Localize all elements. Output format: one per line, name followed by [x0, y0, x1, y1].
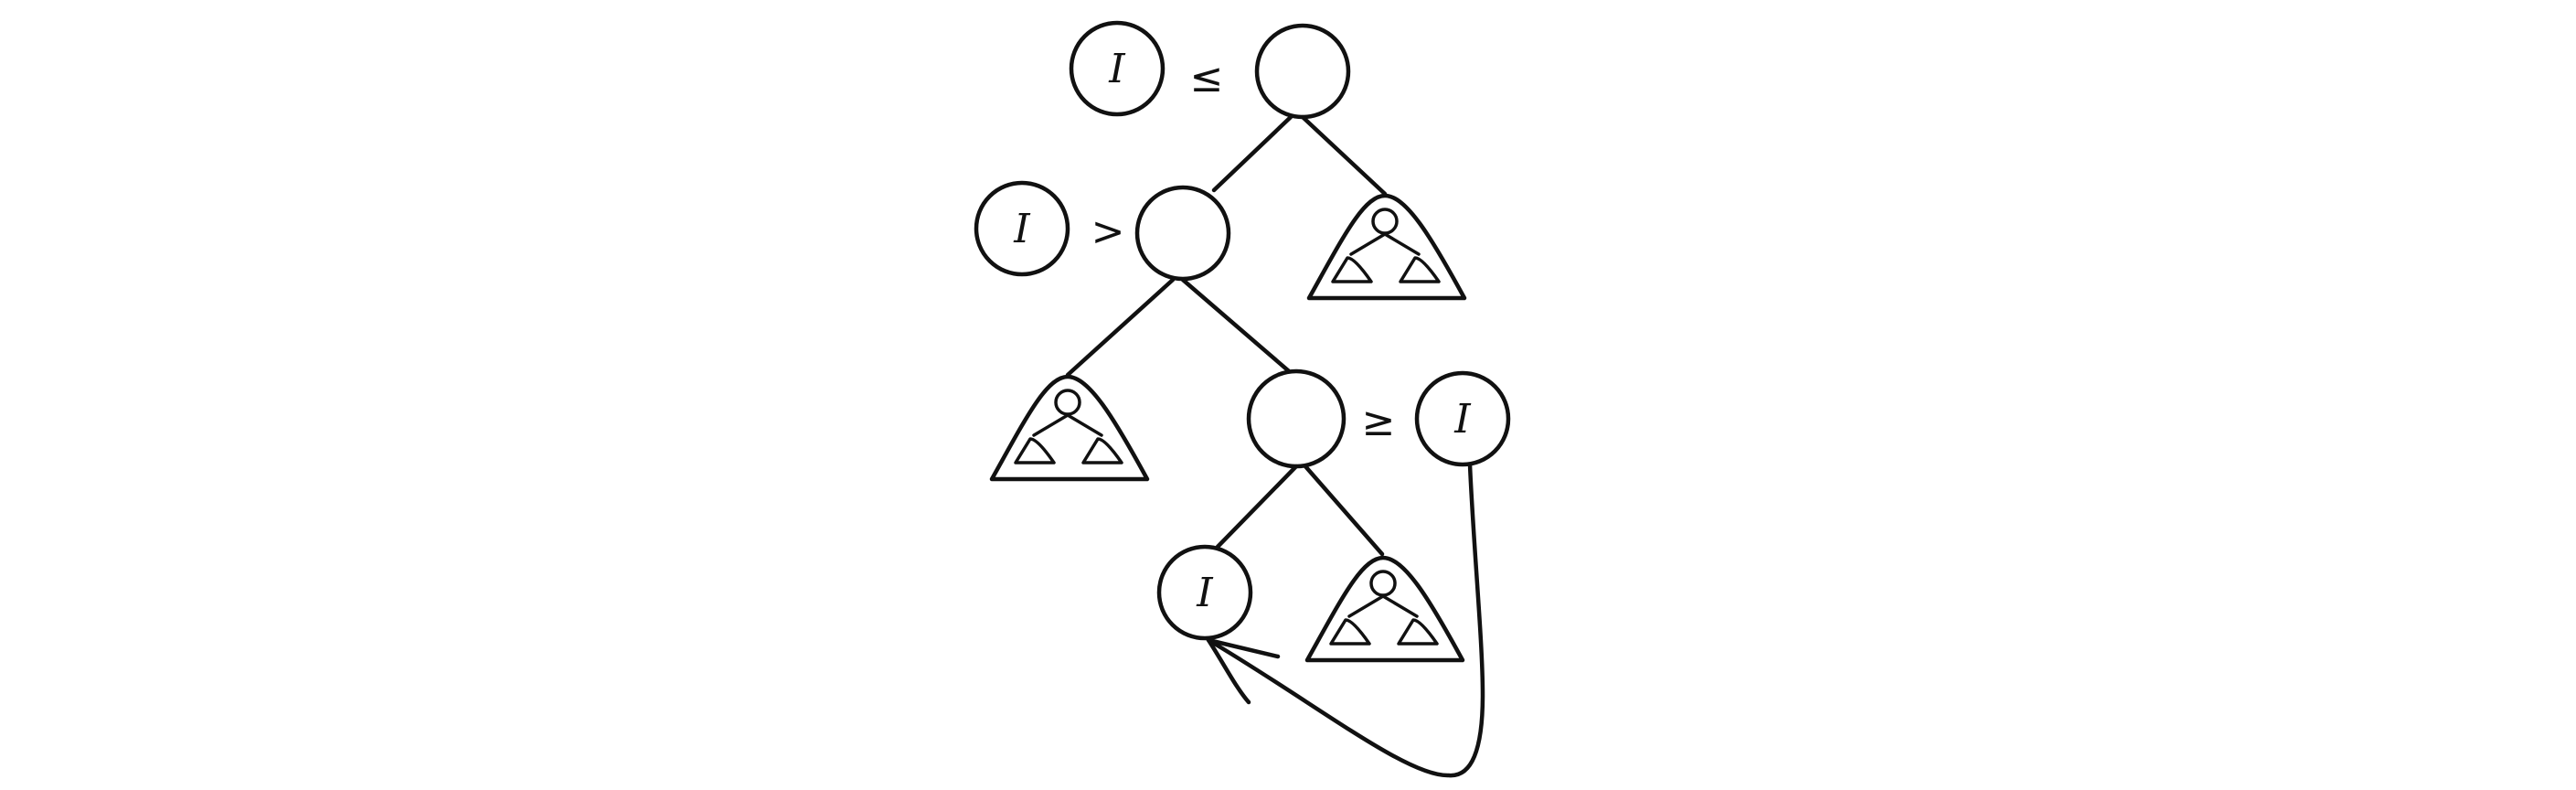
edge-root-left — [1211, 114, 1293, 193]
left-child-node — [1134, 185, 1231, 282]
root-node — [1254, 23, 1351, 120]
edge-root-right — [1300, 114, 1388, 197]
comparison-level2: ≥ — [1362, 399, 1396, 445]
mid-node — [1246, 368, 1347, 469]
insert-node-level2: I — [1414, 370, 1511, 467]
edge-mid-rightsubtree — [1303, 464, 1385, 557]
subtree-icon-root-right — [1306, 193, 1467, 301]
insertion-path-arrow — [1206, 462, 1485, 778]
insert-node-top-label: I — [1108, 46, 1126, 92]
insert-node-final: I — [1156, 544, 1253, 641]
insert-node-final-label: I — [1196, 570, 1214, 616]
insert-node-level1: I — [974, 180, 1070, 277]
edge-left-right — [1180, 277, 1292, 374]
subtree-icon-left — [989, 374, 1150, 482]
insert-node-level1-label: I — [1013, 206, 1031, 252]
insert-node-top: I — [1069, 20, 1166, 117]
comparison-level1: > — [1091, 208, 1125, 255]
subtree-icon-mid-right — [1304, 555, 1465, 663]
comparison-root: ≤ — [1190, 55, 1224, 101]
tree-edges — [1065, 114, 1388, 557]
edge-mid-left — [1215, 464, 1299, 550]
edge-left-leftsubtree — [1065, 277, 1176, 378]
insert-node-level2-label: I — [1453, 396, 1472, 443]
